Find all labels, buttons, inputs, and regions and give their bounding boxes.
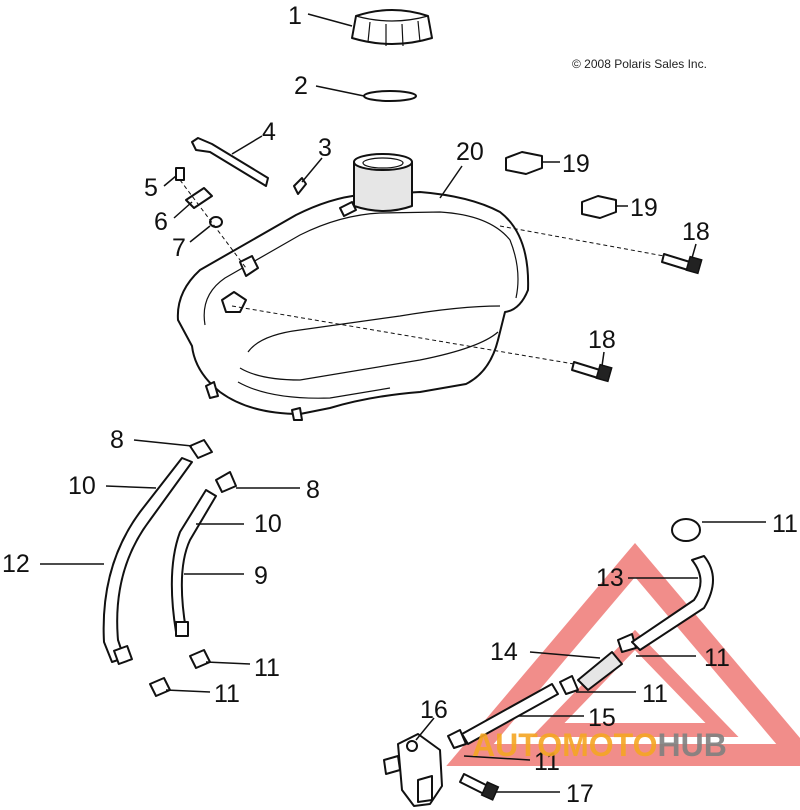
leader-4: [231, 135, 263, 155]
tank-pad-19a: [505, 151, 543, 175]
callout-15: 15: [588, 704, 616, 732]
hose-clamp-11e: [559, 675, 579, 695]
leader-18a: [691, 243, 697, 259]
leader-7: [189, 225, 211, 243]
callout-8a: 8: [110, 426, 124, 454]
fuel-hose-9: [170, 489, 217, 637]
watermark-text: AUTOMOTOHUB: [472, 727, 727, 763]
watermark-text-part1: AUTOMOTO: [472, 727, 657, 763]
callout-3: 3: [318, 134, 332, 162]
callout-8b: 8: [306, 476, 320, 504]
hose-clamp-11b: [189, 649, 211, 669]
hose-clamp-11c: [671, 518, 701, 542]
callout-4: 4: [262, 118, 276, 146]
callout-2: 2: [294, 72, 308, 100]
callout-17: 17: [566, 780, 594, 808]
fuel-hose-13: [631, 555, 714, 651]
watermark-triangle-outer: [446, 542, 800, 766]
fuel-hose-15: [461, 683, 559, 745]
cap-gasket: [363, 90, 417, 102]
fuel-filter-14: [577, 651, 623, 691]
hose-clamp-8b: [215, 471, 237, 493]
hose-clamp-11d: [617, 633, 637, 653]
vent-bracket: [191, 137, 269, 187]
leader-10a: [105, 485, 157, 489]
hose-clamp-11a: [149, 677, 171, 697]
callout-16: 16: [420, 696, 448, 724]
leader-20: [439, 165, 463, 199]
callout-18a: 18: [682, 218, 710, 246]
fuel-cap: [351, 9, 433, 47]
callout-20: 20: [456, 138, 484, 166]
fuel-valve-16: [383, 733, 443, 807]
leader-11b: [205, 661, 251, 665]
callout-14: 14: [490, 638, 518, 666]
leader-11f: [463, 755, 531, 761]
hose-clamp-8a: [189, 439, 213, 459]
callout-11a: 11: [214, 680, 240, 708]
callout-18b: 18: [588, 326, 616, 354]
leader-16: [415, 717, 435, 741]
leader-14: [529, 651, 601, 659]
callout-12: 12: [2, 550, 30, 578]
callout-11c: 11: [772, 510, 798, 538]
bolt-18a: [661, 253, 703, 275]
callout-1: 1: [288, 2, 302, 30]
callout-7: 7: [172, 234, 186, 262]
screw-5: [175, 167, 185, 181]
leader-3: [301, 157, 323, 183]
leader-2: [315, 85, 365, 97]
callout-11b: 11: [254, 654, 280, 682]
align-line-18b: [231, 305, 575, 365]
leader-5: [163, 175, 177, 187]
grommet-7: [209, 216, 223, 228]
fuel-tank: [176, 153, 530, 421]
callout-11f: 11: [534, 748, 560, 776]
watermark-logo: [446, 542, 800, 766]
bolt-17: [459, 773, 500, 801]
callout-6: 6: [154, 208, 168, 236]
callout-11e: 11: [642, 680, 668, 708]
align-line-5-7: [179, 179, 247, 269]
bolt-18b: [571, 361, 613, 383]
callout-19b: 19: [630, 194, 658, 222]
callout-10b: 10: [254, 510, 282, 538]
washer-6: [185, 187, 213, 209]
callout-11d: 11: [704, 644, 730, 672]
callout-10a: 10: [68, 472, 96, 500]
leader-1: [307, 13, 353, 27]
hose-clip-small: [293, 177, 307, 195]
watermark-text-part2: HUB: [657, 727, 726, 763]
callout-9: 9: [254, 562, 268, 590]
leader-11a: [165, 689, 211, 693]
leader-6: [173, 201, 193, 219]
leader-8a: [133, 439, 193, 447]
leader-18b: [601, 351, 605, 367]
callout-19a: 19: [562, 150, 590, 178]
callout-13: 13: [596, 564, 624, 592]
fuel-hose-12: [102, 457, 193, 665]
copyright-text: © 2008 Polaris Sales Inc.: [572, 57, 707, 71]
callout-5: 5: [144, 174, 158, 202]
tank-pad-19b: [581, 195, 617, 219]
